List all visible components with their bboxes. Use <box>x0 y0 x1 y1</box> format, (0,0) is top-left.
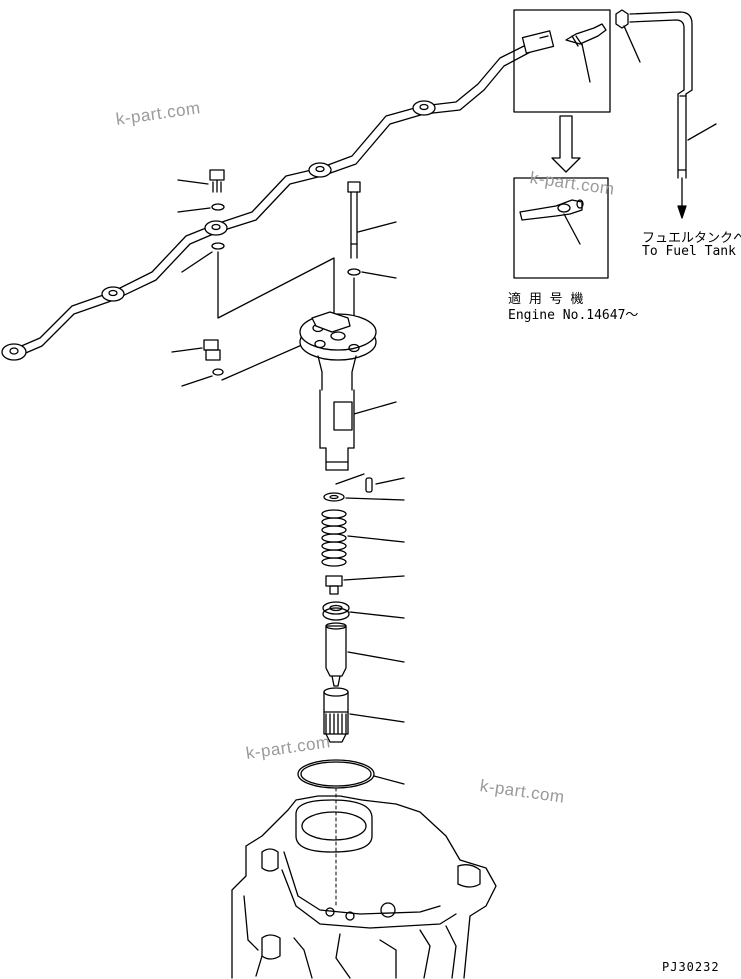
pipe-fitting-1 <box>1 343 27 361</box>
dowel-pin <box>335 473 405 493</box>
mounting-bolt <box>347 181 397 259</box>
pipe-fitting-3 <box>204 220 228 236</box>
injector-body <box>299 311 397 471</box>
fuel-return-pipe <box>11 41 535 359</box>
cylinder-head <box>231 795 497 979</box>
union-fitting <box>171 339 221 361</box>
washer-small-3 <box>181 368 224 387</box>
inset-box-top <box>513 9 611 113</box>
drawing-code: PJ30232 <box>662 960 720 974</box>
applicable-label-en: Engine No.14647～ <box>508 308 639 323</box>
nut-part <box>615 9 641 63</box>
fuel-tank-label-jp: フュエルタンクへ <box>642 231 741 246</box>
pipe-fitting-4 <box>308 162 332 178</box>
inset-arrow <box>551 115 581 173</box>
pipe-fitting-5 <box>412 100 436 116</box>
applicable-label-jp: 適 用 号 機 <box>508 292 584 307</box>
washer-small-1 <box>177 203 225 213</box>
nozzle <box>325 622 405 687</box>
fuel-hose <box>629 11 717 219</box>
spacer-washer <box>323 492 405 502</box>
pipe-fitting-2 <box>101 286 125 302</box>
bolt-small <box>177 169 225 193</box>
nozzle-nut <box>323 687 405 743</box>
washer-small-2 <box>181 242 225 273</box>
mounting-washer <box>347 268 397 279</box>
fuel-tank-label-en: To Fuel Tank <box>642 244 736 259</box>
retaining-ring <box>322 601 405 621</box>
injector-spring <box>321 509 405 567</box>
push-rod <box>325 575 405 595</box>
o-ring <box>297 759 405 789</box>
inset-box-bottom <box>513 177 609 279</box>
